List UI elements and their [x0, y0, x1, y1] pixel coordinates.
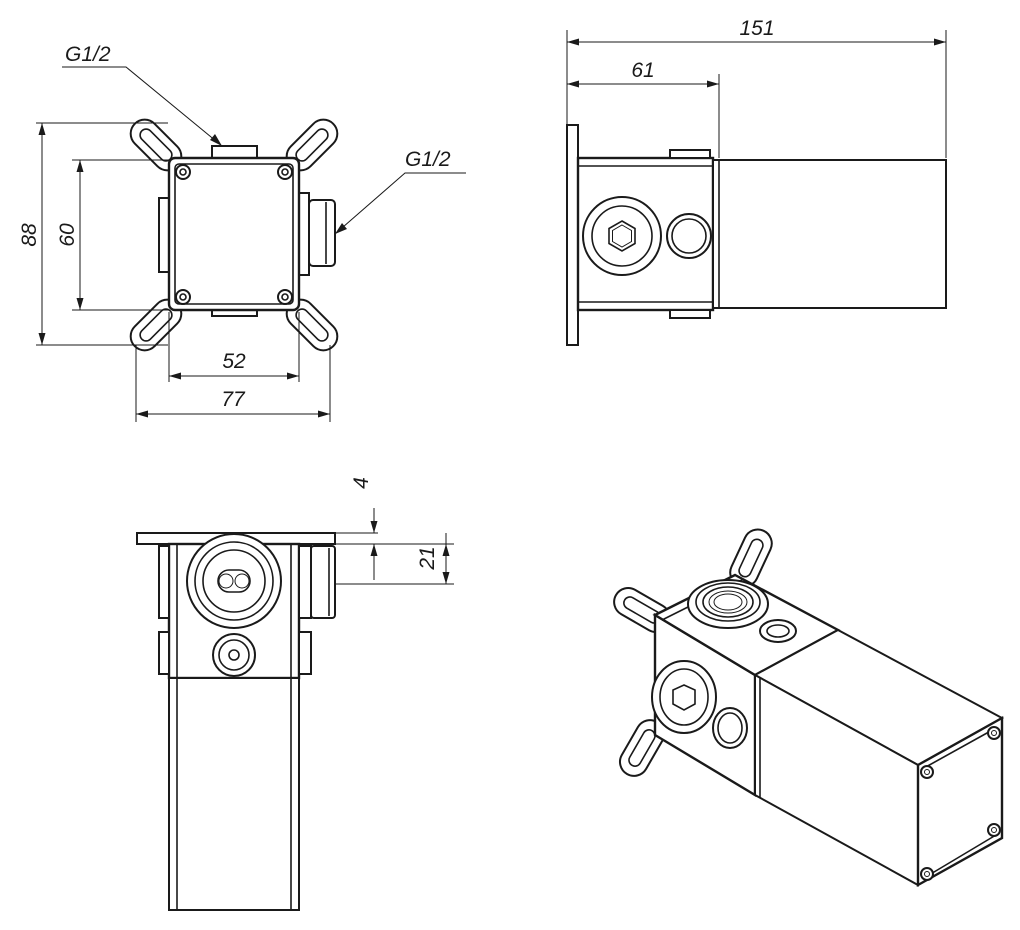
dimension-4: 4: [335, 477, 454, 580]
leader-thread-top: G1/2: [62, 43, 223, 147]
dimension-88-label: 88: [18, 223, 41, 247]
dimension-52-label: 52: [222, 350, 246, 373]
dimension-61-label: 61: [631, 59, 654, 82]
top-inlet-stub: [211, 145, 258, 159]
small-port-icon: [212, 633, 256, 677]
dimension-77: 77: [135, 345, 331, 422]
dimension-77-label: 77: [221, 388, 246, 411]
screw-icon: [175, 289, 191, 305]
dimension-151: 151: [566, 17, 947, 158]
small-top-port-icon: [759, 619, 797, 643]
extension-housing: [712, 159, 947, 309]
dimension-21: 21: [335, 533, 454, 585]
side-outlet-port: [308, 199, 336, 267]
side-view: 151 61: [566, 17, 947, 346]
front-view: 88 60 52 77: [18, 43, 466, 422]
left-side-stub: [158, 197, 170, 273]
thread-top-label: G1/2: [65, 43, 111, 66]
dimension-60: 60: [56, 159, 168, 311]
screw-icon: [920, 867, 934, 881]
top-view: 4 21: [136, 477, 454, 911]
screw-icon: [987, 726, 1001, 740]
dimension-52: 52: [168, 312, 300, 382]
dimension-4-label: 4: [350, 477, 373, 489]
iso-hex-port-icon: [651, 660, 717, 734]
valve-body-front: [167, 156, 301, 312]
iso-round-port-icon: [712, 707, 748, 749]
round-port-icon: [666, 213, 712, 259]
hex-port-icon: [582, 196, 662, 276]
extension-housing-top: [168, 677, 300, 911]
dimension-88: 88: [18, 122, 168, 346]
dimension-21-label: 21: [416, 546, 439, 570]
dimension-61: 61: [567, 59, 720, 158]
wall-plate: [566, 124, 579, 346]
cartridge-port-icon: [186, 533, 282, 629]
screw-icon: [277, 164, 293, 180]
leader-thread-side: G1/2: [334, 148, 466, 235]
dimension-60-label: 60: [56, 223, 79, 247]
screw-icon: [987, 823, 1001, 837]
screw-icon: [277, 289, 293, 305]
isometric-view: [608, 523, 1005, 888]
screw-icon: [175, 164, 191, 180]
thread-side-label: G1/2: [405, 148, 451, 171]
screw-icon: [920, 765, 934, 779]
threaded-port-icon: [687, 579, 769, 629]
dimension-151-label: 151: [739, 17, 774, 40]
